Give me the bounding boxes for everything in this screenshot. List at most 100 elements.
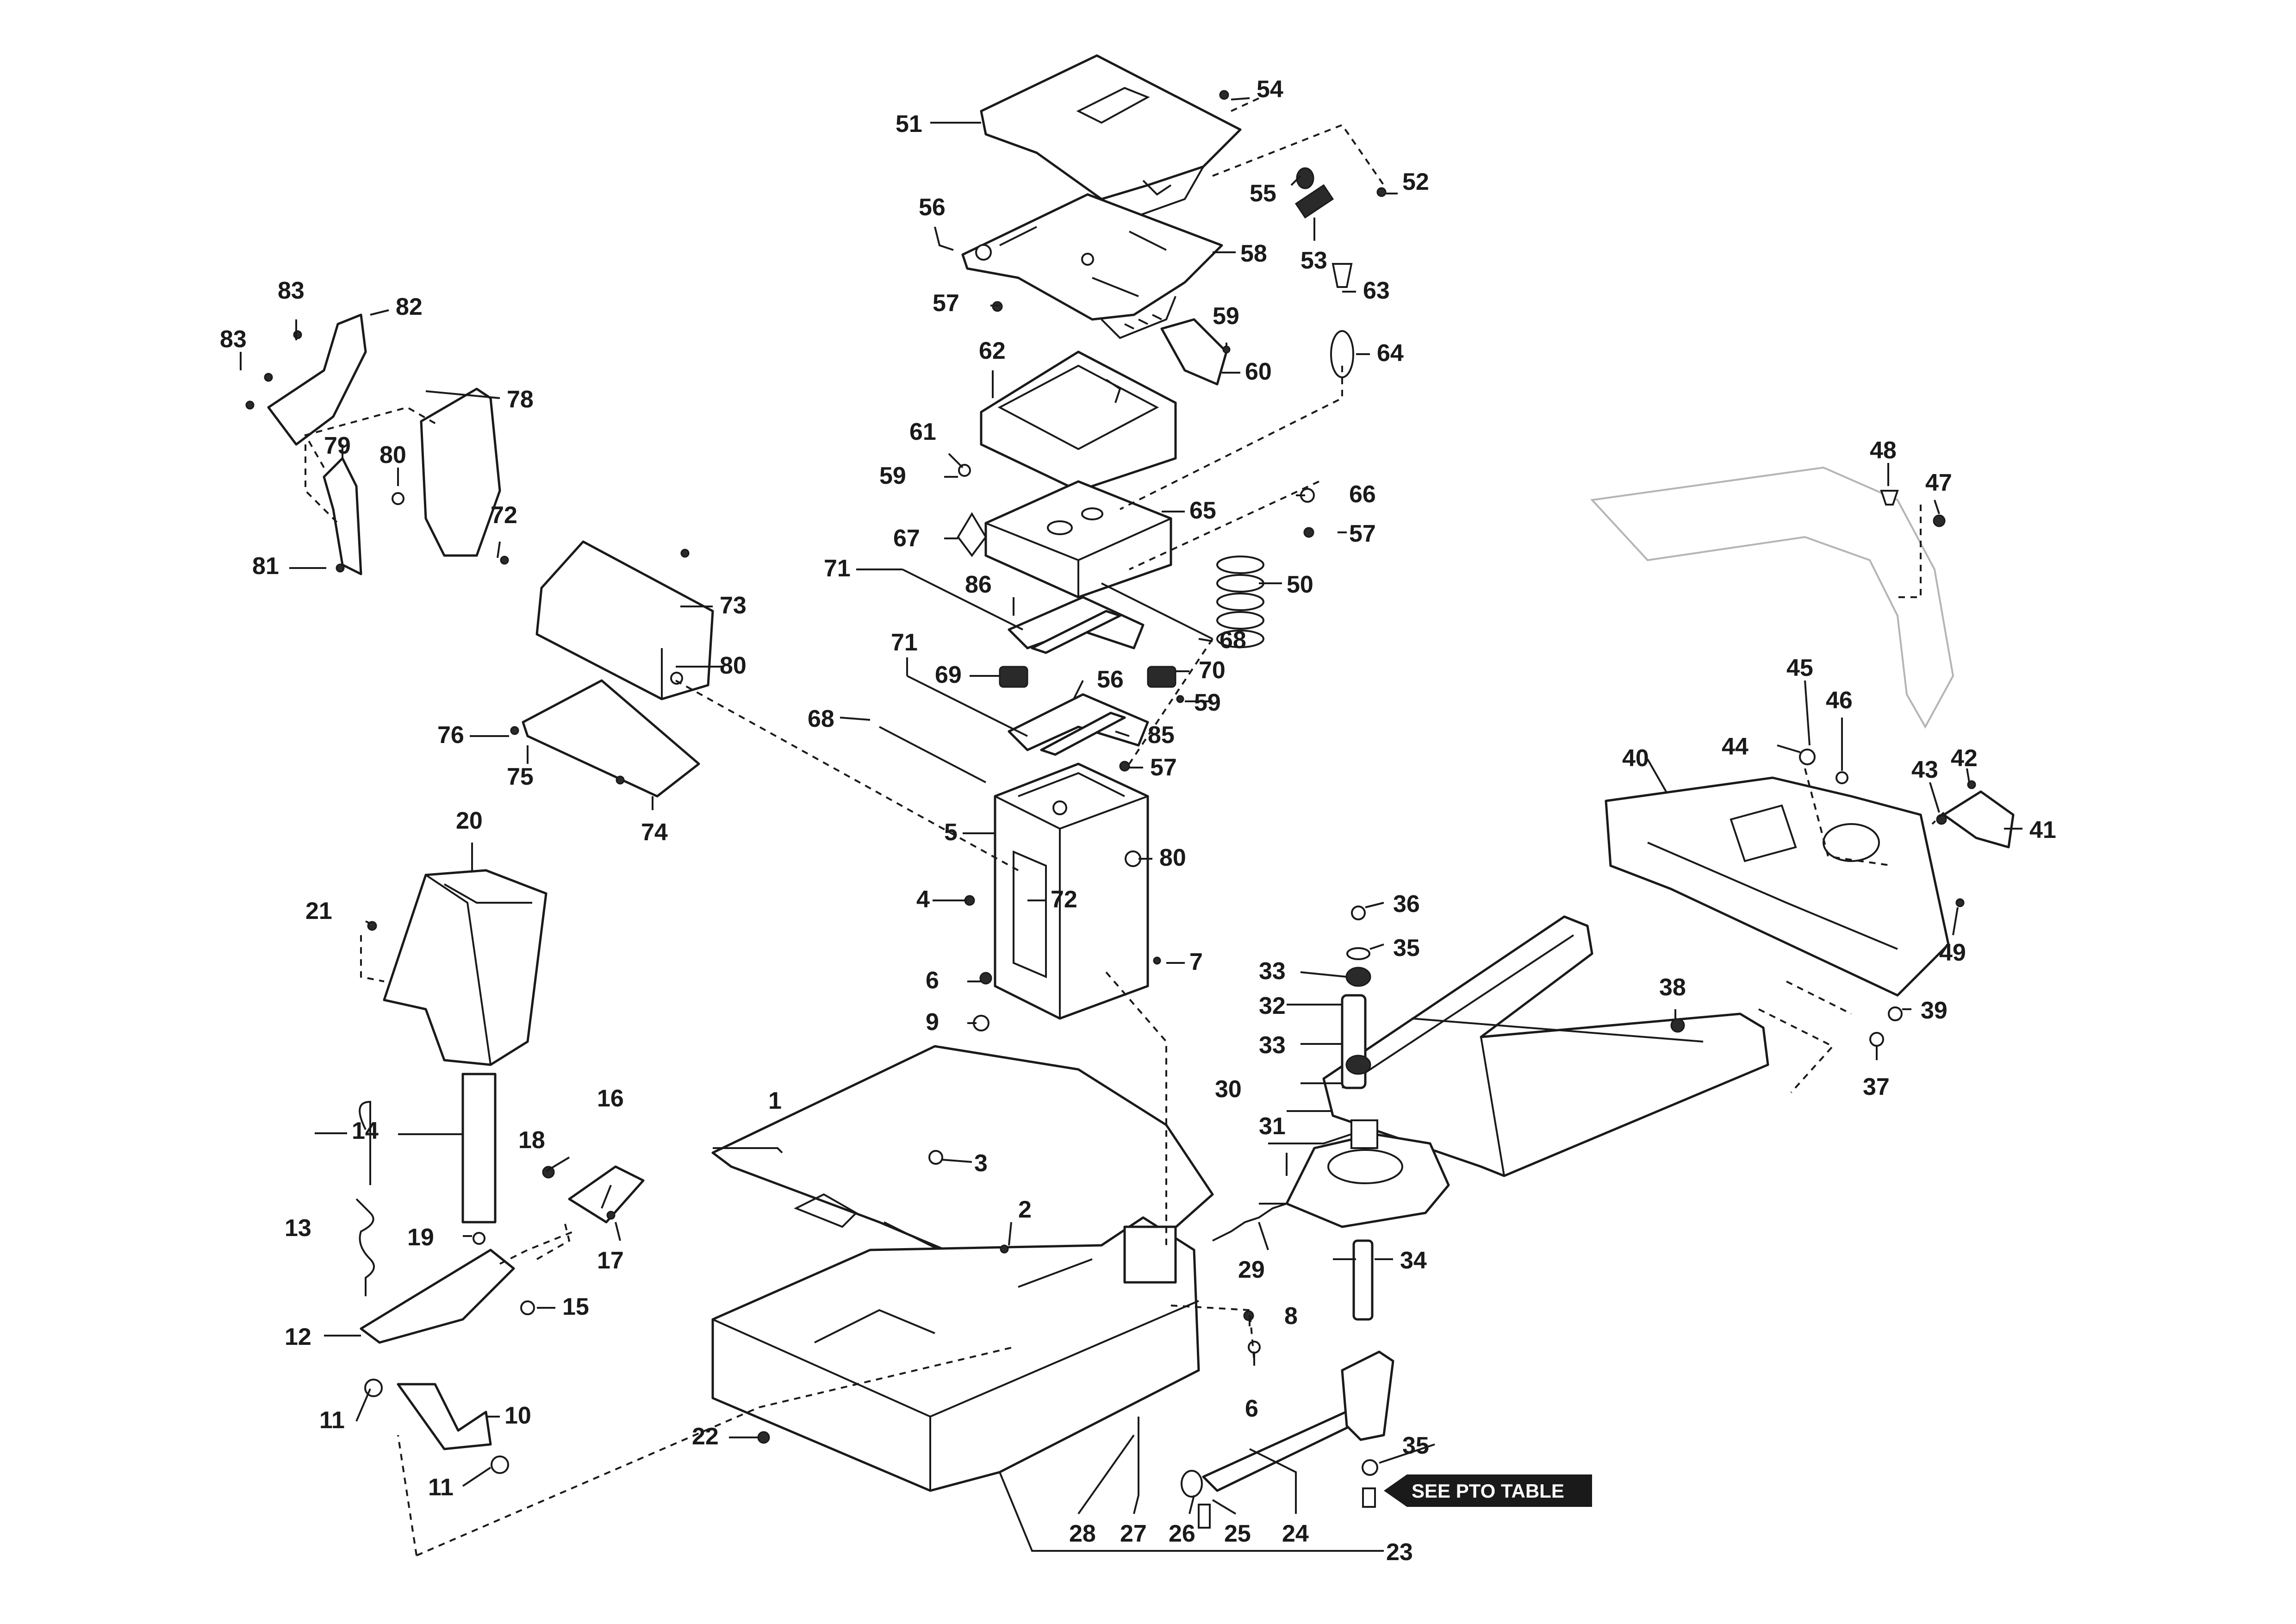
seat-lower-box — [984, 480, 1172, 599]
callout-21: 21 — [305, 898, 332, 924]
callout-48: 48 — [1870, 437, 1897, 464]
callout-30: 30 — [1215, 1076, 1242, 1103]
callout-23: 23 — [1386, 1539, 1413, 1566]
bumper-70 — [1147, 666, 1176, 688]
pedal-assembly — [360, 1073, 645, 1450]
callout-33a: 33 — [1259, 958, 1286, 985]
callout-83b: 83 — [220, 326, 247, 353]
callout-75: 75 — [507, 763, 534, 790]
callout-42: 42 — [1951, 745, 1978, 772]
callout-53: 53 — [1300, 247, 1327, 274]
callout-74: 74 — [641, 819, 668, 846]
callout-45: 45 — [1786, 655, 1813, 681]
pto-bracket — [1341, 1350, 1394, 1441]
callout-59a: 59 — [1213, 303, 1239, 330]
callout-47: 47 — [1925, 469, 1952, 496]
callout-54: 54 — [1257, 76, 1283, 103]
rod-71-lower — [907, 675, 1028, 737]
callout-68a: 68 — [1220, 627, 1246, 654]
callout-19: 19 — [407, 1224, 434, 1251]
callout-59c: 59 — [1194, 689, 1221, 716]
callout-43: 43 — [1911, 756, 1938, 783]
callout-33b: 33 — [1259, 1032, 1286, 1059]
callout-57a: 57 — [933, 290, 959, 317]
return-spring — [355, 1100, 375, 1296]
assembly-dashed-lines — [304, 96, 1945, 1556]
callout-58: 58 — [1240, 240, 1267, 267]
callout-15: 15 — [562, 1293, 589, 1320]
callout-24: 24 — [1282, 1520, 1309, 1547]
callout-69: 69 — [935, 662, 962, 688]
leader-lines — [240, 97, 2022, 1552]
callout-32: 32 — [1259, 993, 1286, 1019]
callout-9: 9 — [926, 1009, 939, 1036]
callout-83a: 83 — [278, 277, 305, 304]
pulley-cover — [1285, 1119, 1450, 1228]
callout-51: 51 — [896, 111, 922, 137]
callout-3: 3 — [974, 1150, 988, 1177]
callout-41: 41 — [2029, 817, 2056, 843]
see-pto-table-badge: SEE PTO TABLE — [1384, 1474, 1592, 1507]
callout-50: 50 — [1287, 571, 1313, 598]
callout-26: 26 — [1169, 1520, 1195, 1547]
callout-38: 38 — [1659, 974, 1686, 1001]
suspension-spring — [1216, 556, 1264, 648]
callout-62: 62 — [979, 337, 1006, 364]
side-frame-rails — [1322, 915, 1769, 1177]
part-drawings — [245, 54, 2015, 1529]
callout-66: 66 — [1349, 481, 1376, 508]
callout-73: 73 — [720, 592, 747, 619]
callout-6b: 6 — [1245, 1395, 1258, 1422]
rod-68-upper — [1101, 582, 1213, 640]
console-brackets — [267, 313, 501, 575]
callout-56a: 56 — [919, 194, 946, 221]
seat-post — [994, 762, 1149, 1020]
callout-78: 78 — [507, 386, 534, 413]
suspension-linkage — [1008, 596, 1149, 756]
rod-68-lower — [879, 726, 986, 783]
callout-39: 39 — [1921, 997, 1948, 1024]
callout-72a: 72 — [491, 502, 517, 529]
callout-49: 49 — [1939, 939, 1966, 966]
callout-57c: 57 — [1150, 754, 1177, 781]
callout-8: 8 — [1284, 1303, 1298, 1330]
callout-36: 36 — [1393, 891, 1420, 918]
callout-86: 86 — [965, 571, 992, 598]
callout-76: 76 — [437, 722, 464, 749]
callout-67: 67 — [893, 525, 920, 552]
seat-rail-plate — [961, 193, 1223, 339]
seat-top-plate — [980, 54, 1242, 224]
callout-1: 1 — [768, 1087, 782, 1114]
callout-40: 40 — [1622, 745, 1649, 772]
bumper-69 — [999, 666, 1028, 688]
callout-31: 31 — [1259, 1113, 1286, 1140]
callout-28: 28 — [1069, 1520, 1096, 1547]
main-frame — [711, 1216, 1200, 1492]
callout-60: 60 — [1245, 358, 1272, 385]
callout-11a: 11 — [319, 1407, 345, 1434]
callout-71b: 71 — [891, 629, 918, 656]
callout-11b: 11 — [428, 1474, 454, 1501]
floor-plate — [711, 1045, 1214, 1274]
rear-frame-deck — [1605, 776, 1950, 997]
callout-27: 27 — [1120, 1520, 1147, 1547]
callout-16: 16 — [597, 1085, 624, 1112]
callout-4: 4 — [916, 886, 930, 913]
console-shroud — [383, 869, 548, 1066]
callout-85: 85 — [1148, 722, 1175, 749]
callout-71a: 71 — [824, 555, 851, 582]
callout-34: 34 — [1400, 1247, 1427, 1274]
callout-79: 79 — [324, 432, 351, 459]
callout-12: 12 — [285, 1324, 311, 1350]
pto-shaft — [1202, 1406, 1371, 1492]
callout-65: 65 — [1189, 497, 1216, 524]
callout-52: 52 — [1402, 169, 1429, 195]
callout-18: 18 — [518, 1127, 545, 1154]
callout-81: 81 — [252, 553, 279, 580]
callout-55: 55 — [1250, 180, 1276, 207]
callout-13: 13 — [285, 1215, 311, 1242]
callout-22: 22 — [692, 1423, 719, 1450]
callout-5: 5 — [944, 819, 958, 846]
see-pto-table-label: SEE PTO TABLE — [1412, 1480, 1564, 1502]
